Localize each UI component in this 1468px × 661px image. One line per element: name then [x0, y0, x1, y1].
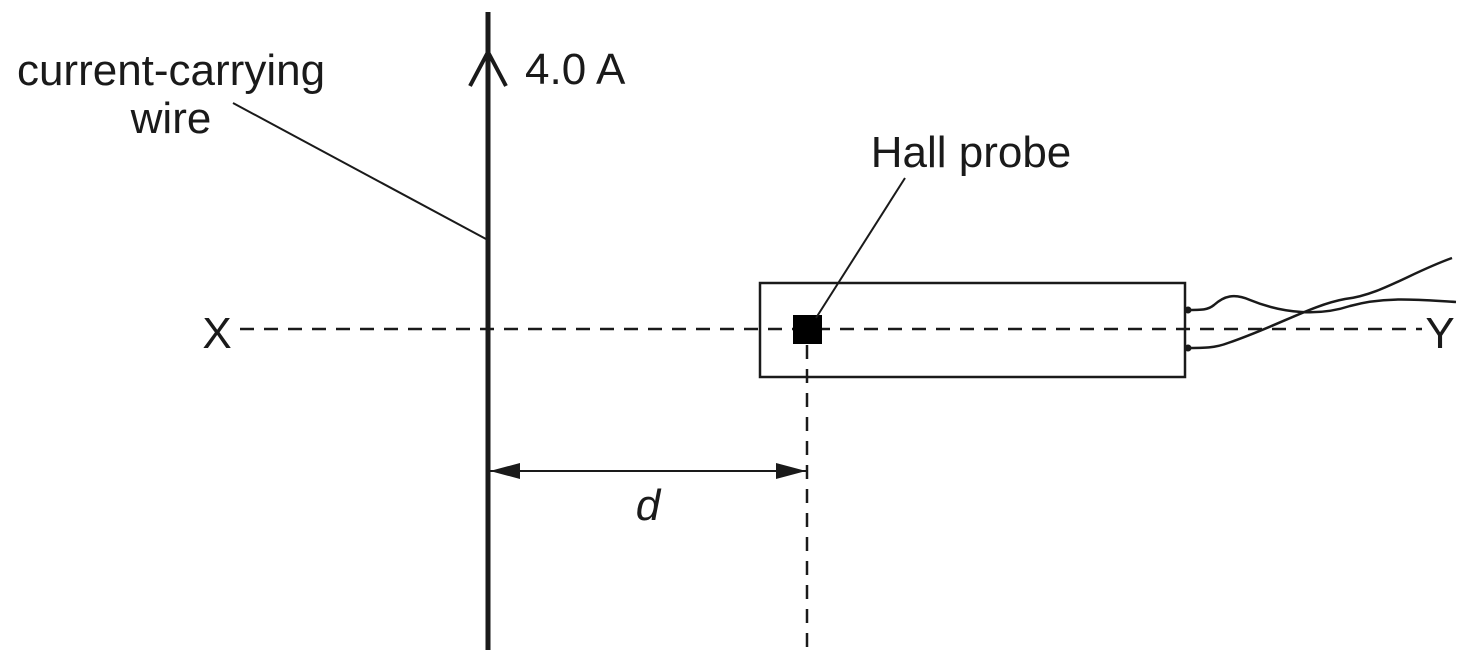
wire-leader-line	[232, 102, 487, 240]
hall-probe-sensor	[793, 315, 822, 344]
point-y-label: Y	[1425, 309, 1454, 358]
probe-leader-line	[815, 177, 906, 319]
cable-terminal-upper	[1184, 306, 1192, 314]
probe-cable-upper	[1184, 294, 1457, 314]
hall-probe-label: Hall probe	[871, 128, 1072, 177]
current-direction-arrow-icon	[468, 47, 508, 87]
probe-cable-lower	[1184, 256, 1453, 350]
wire-label-line2: wire	[130, 94, 212, 143]
wire-label-line1: current-carrying	[17, 46, 325, 95]
cable-terminal-lower	[1184, 344, 1192, 352]
point-x-label: X	[202, 309, 231, 358]
current-value-label: 4.0 A	[525, 45, 626, 94]
distance-d-label: d	[636, 481, 662, 530]
hall-probe-body	[758, 281, 1187, 379]
